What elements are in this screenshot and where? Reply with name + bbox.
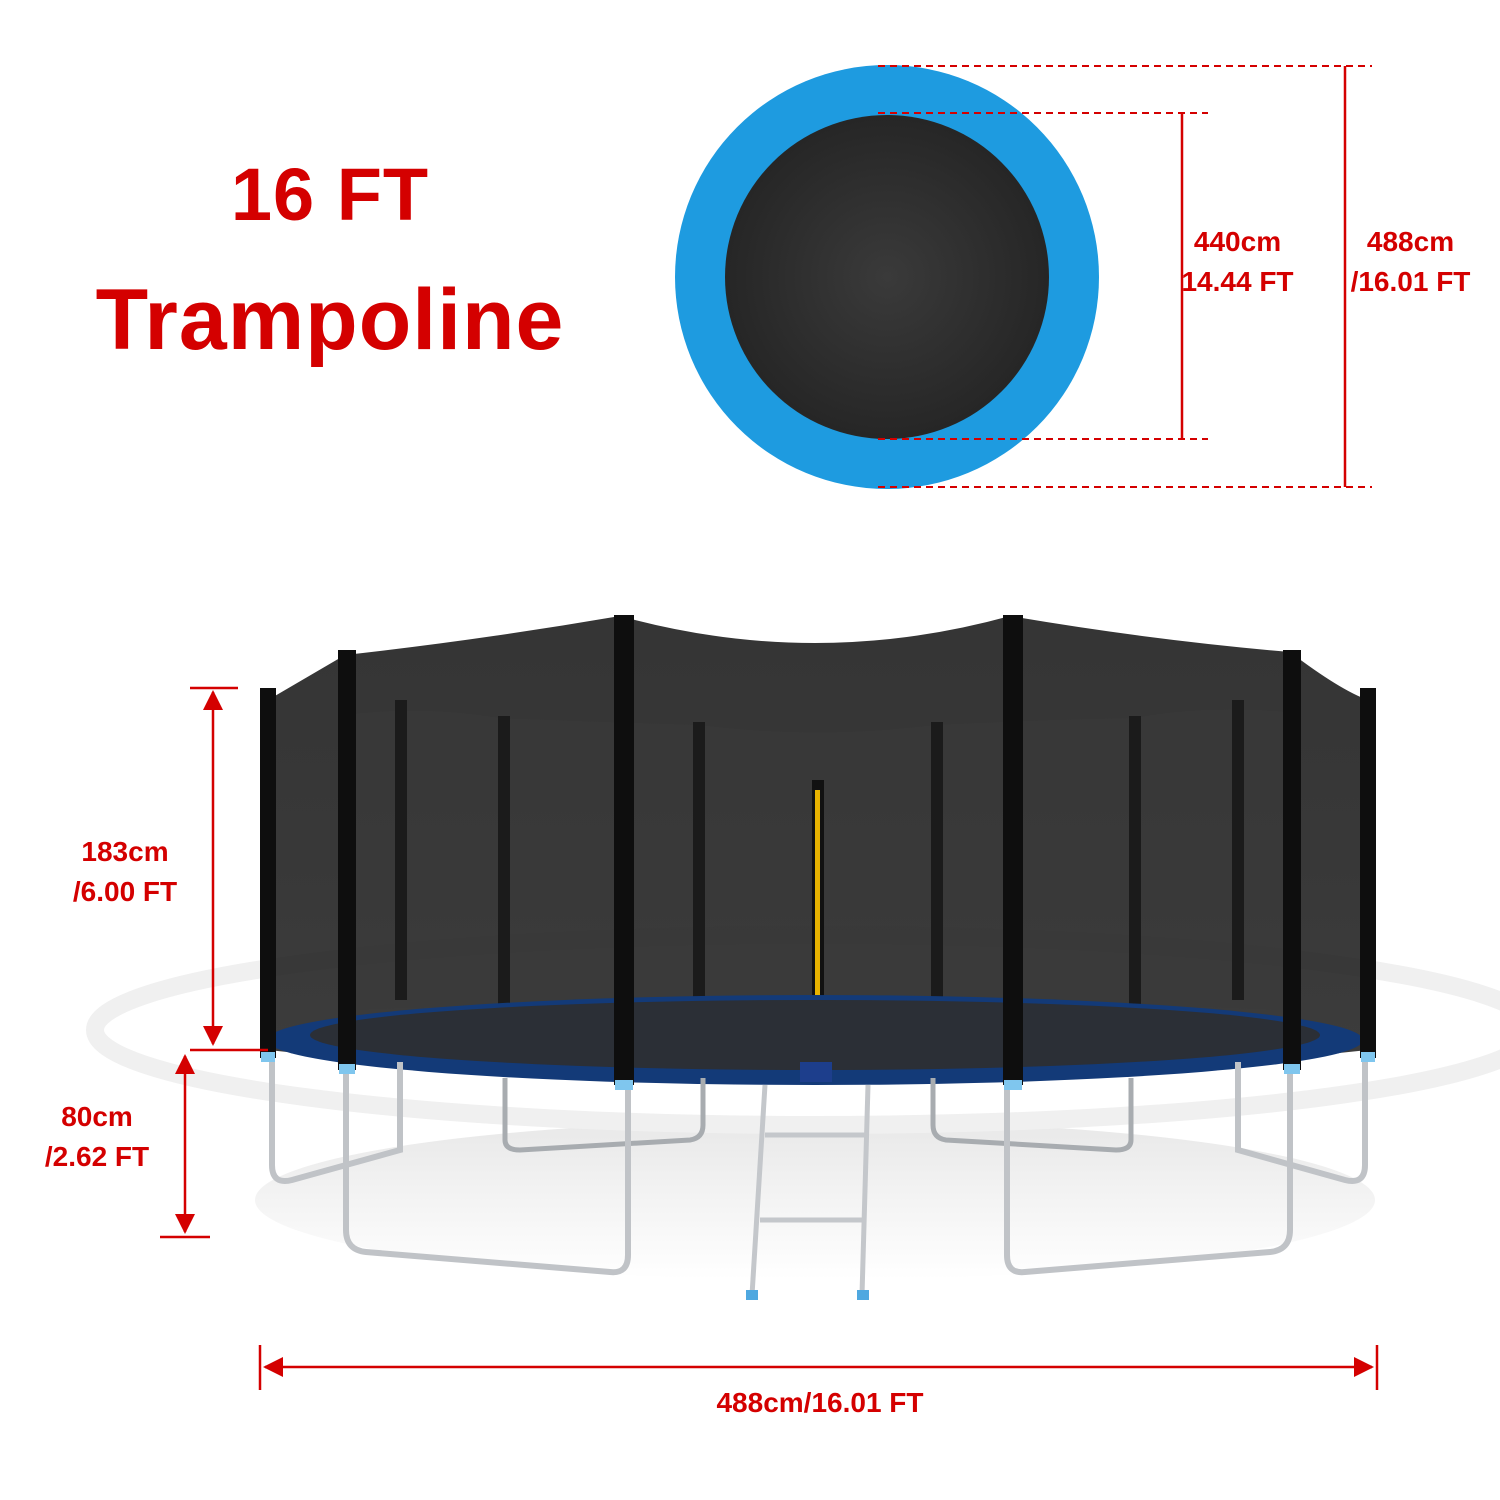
front-legs <box>269 1062 1368 1276</box>
mat <box>310 1000 1320 1070</box>
pole-caps <box>261 1052 1375 1090</box>
ladder-foot-right <box>857 1290 869 1300</box>
frame-height-label: 80cm /2.62 FT <box>22 1097 172 1177</box>
frame-height-imperial: /2.62 FT <box>44 1141 150 1172</box>
top-view-mat <box>725 115 1049 439</box>
mat-diameter-imperial: 14.44 FT <box>1181 266 1294 297</box>
title-product: Trampoline <box>95 272 565 368</box>
mat-diameter-metric: 440cm <box>1193 226 1282 257</box>
zipper-yellow <box>815 790 820 1060</box>
total-width-label: 488cm/16.01 FT <box>716 1387 924 1418</box>
top-view <box>675 65 1099 489</box>
floor-shadow <box>255 1120 1375 1280</box>
side-dim-arrows <box>175 690 1374 1377</box>
outer-diameter-metric: 488cm <box>1366 226 1455 257</box>
side-guides <box>160 686 1379 1390</box>
mat-diameter-label: 440cm 14.44 FT <box>1175 222 1300 302</box>
outer-diameter-label: 488cm /16.01 FT <box>1343 222 1478 302</box>
side-view <box>86 615 1500 1300</box>
enclosure-height-metric: 183cm <box>81 836 169 867</box>
enclosure-height-imperial: /6.00 FT <box>72 876 178 907</box>
back-legs <box>502 1078 1134 1153</box>
title-size: 16 FT <box>230 153 430 236</box>
enclosure-height-label: 183cm /6.00 FT <box>50 832 200 912</box>
ladder <box>749 1084 871 1296</box>
ladder-entry-tag <box>800 1062 832 1082</box>
top-view-guides <box>878 65 1372 488</box>
back-poles <box>395 700 1244 1006</box>
ladder-foot-left <box>746 1290 758 1300</box>
front-poles <box>260 615 1376 1085</box>
top-view-dim-lines <box>1180 66 1347 487</box>
outer-diameter-imperial: /16.01 FT <box>1350 266 1471 297</box>
frame-height-metric: 80cm <box>61 1101 133 1132</box>
